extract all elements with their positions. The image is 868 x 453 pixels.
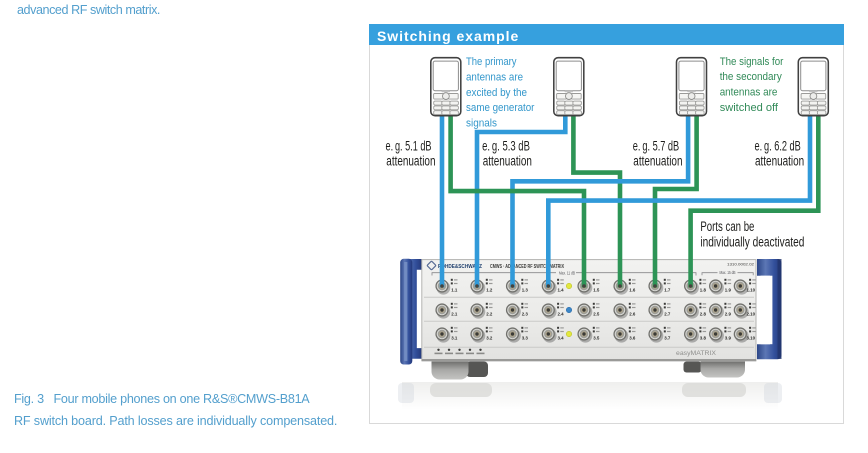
svg-text:1.3: 1.3 [522, 287, 529, 292]
svg-text:2.3: 2.3 [522, 311, 529, 316]
svg-text:the secondary: the secondary [720, 71, 782, 83]
svg-text:attenuation: attenuation [755, 153, 804, 168]
svg-text:2.2: 2.2 [486, 311, 493, 316]
svg-text:2.7: 2.7 [664, 311, 671, 316]
svg-text:3.9: 3.9 [725, 335, 732, 340]
svg-text:ROHDE&SCHWARZ: ROHDE&SCHWARZ [438, 264, 482, 270]
svg-text:3.2: 3.2 [486, 335, 493, 340]
svg-text:3.1: 3.1 [451, 335, 458, 340]
svg-text:Max. 11 dB: Max. 11 dB [559, 271, 575, 276]
svg-text:CMWS · ADVANCED RF SWITCH MATR: CMWS · ADVANCED RF SWITCH MATRIX [490, 264, 564, 270]
svg-text:easyMATRIX: easyMATRIX [676, 351, 716, 357]
svg-text:2.4: 2.4 [558, 311, 565, 316]
svg-text:same generator: same generator [466, 102, 535, 114]
svg-text:1.1: 1.1 [451, 287, 458, 292]
svg-text:3.7: 3.7 [664, 335, 671, 340]
svg-text:3.4: 3.4 [558, 335, 565, 340]
svg-text:e. g. 5.3 dB: e. g. 5.3 dB [482, 138, 530, 153]
svg-text:2.1: 2.1 [451, 311, 458, 316]
svg-text:switched off: switched off [720, 102, 779, 114]
svg-text:1.2: 1.2 [486, 287, 493, 292]
svg-text:signals: signals [466, 117, 497, 129]
svg-text:1.7: 1.7 [664, 287, 671, 292]
svg-text:3.10: 3.10 [747, 335, 756, 340]
svg-text:1.6: 1.6 [629, 287, 636, 292]
svg-text:antennas are: antennas are [466, 72, 523, 84]
svg-text:The signals for: The signals for [720, 56, 784, 68]
svg-text:1310.0002.02: 1310.0002.02 [727, 262, 755, 267]
svg-text:1.4: 1.4 [558, 287, 565, 292]
svg-text:3.3: 3.3 [522, 335, 529, 340]
svg-text:e. g. 5.7 dB: e. g. 5.7 dB [633, 138, 679, 153]
svg-text:2.6: 2.6 [629, 311, 636, 316]
svg-text:attenuation: attenuation [483, 153, 532, 168]
svg-text:1.8: 1.8 [700, 287, 707, 292]
svg-text:3.8: 3.8 [700, 335, 707, 340]
svg-text:3.5: 3.5 [593, 335, 600, 340]
svg-text:attenuation: attenuation [386, 153, 435, 168]
svg-text:e. g. 6.2 dB: e. g. 6.2 dB [755, 138, 801, 153]
svg-text:2.8: 2.8 [700, 311, 707, 316]
svg-text:1.9: 1.9 [725, 287, 732, 292]
svg-text:individually deactivated: individually deactivated [700, 234, 804, 249]
svg-text:attenuation: attenuation [633, 153, 682, 168]
svg-text:The primary: The primary [466, 56, 517, 68]
svg-text:excited by the: excited by the [466, 87, 527, 99]
svg-text:2.10: 2.10 [747, 311, 756, 316]
svg-text:1.10: 1.10 [747, 287, 756, 292]
svg-text:Max. 15 dB: Max. 15 dB [720, 270, 736, 275]
svg-text:Ports can be: Ports can be [700, 219, 754, 234]
svg-text:antennas are: antennas are [720, 87, 778, 99]
svg-text:e. g. 5.1 dB: e. g. 5.1 dB [386, 138, 432, 153]
svg-text:1.5: 1.5 [593, 287, 600, 292]
svg-text:2.9: 2.9 [725, 311, 732, 316]
svg-text:3.6: 3.6 [629, 335, 636, 340]
svg-text:2.5: 2.5 [593, 311, 600, 316]
